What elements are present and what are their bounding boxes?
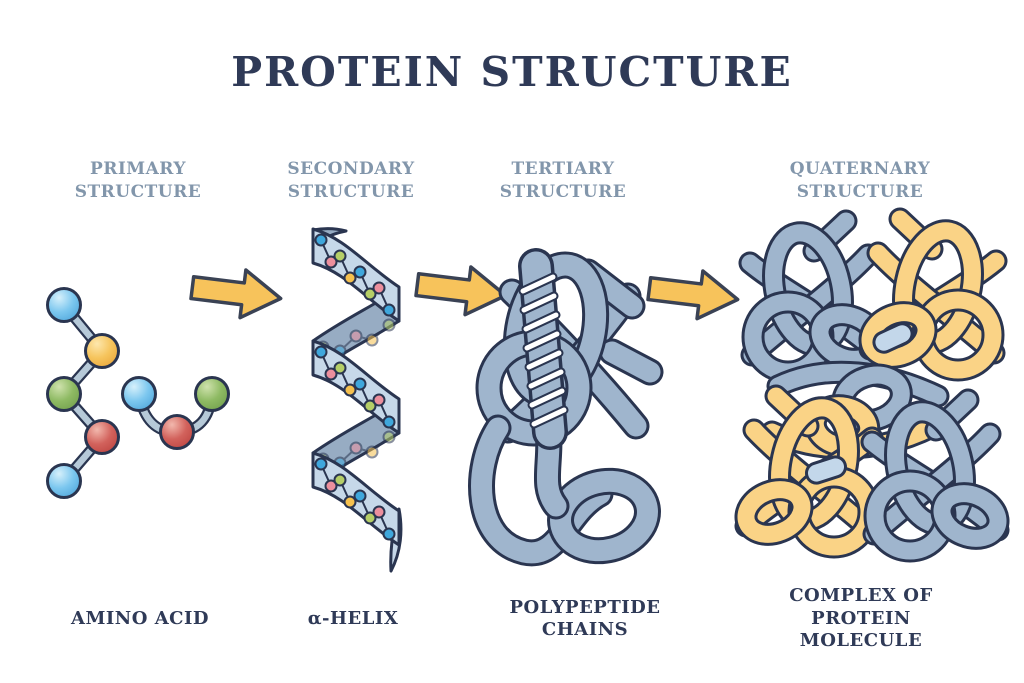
tube-stub — [598, 338, 664, 386]
header-secondary-structure: SECONDARY STRUCTURE — [287, 159, 415, 202]
amino-acid-ball-blue — [121, 376, 157, 412]
amino-acid-ball-blue — [46, 287, 82, 323]
header-tertiary-structure: TERTIARY STRUCTURE — [499, 159, 627, 202]
amino-acid-ball-yellow — [84, 333, 120, 369]
amino-acid-ball-red — [159, 414, 195, 450]
caption-polypeptide-chains: POLYPEPTIDE CHAINS — [509, 596, 661, 641]
arrow-right-icon — [187, 262, 286, 325]
header-primary-structure: PRIMARY STRUCTURE — [74, 159, 202, 202]
secondary-structure-illustration — [311, 227, 403, 573]
amino-acid-ball-green — [194, 376, 230, 412]
tube-bottom-loop — [547, 467, 661, 565]
bead-chain — [314, 457, 396, 541]
connector-capsule — [804, 455, 848, 485]
bead-chain — [314, 233, 396, 317]
primary-structure-illustration — [46, 287, 230, 499]
amino-acid-ball-blue — [46, 463, 82, 499]
caption-amino-acid: AMINO ACID — [70, 607, 210, 629]
arrow-right-icon — [412, 259, 511, 322]
page-title: PROTEIN STRUCTURE — [231, 48, 793, 96]
caption-protein-complex: COMPLEX OF PROTEIN MOLECULE — [789, 585, 933, 652]
quaternary-structure-illustration — [739, 219, 1005, 551]
connector-capsule — [872, 322, 914, 354]
bead-chain — [314, 345, 396, 429]
caption-alpha-helix: α-HELIX — [307, 607, 399, 629]
header-quaternary-structure: QUATERNARY STRUCTURE — [789, 159, 931, 202]
arrow-right-icon — [644, 263, 743, 326]
tertiary-structure-illustration — [468, 248, 664, 567]
amino-acid-ball-red — [84, 419, 120, 455]
amino-acid-ball-green — [46, 376, 82, 412]
subunit-tangle-blue — [872, 400, 1005, 551]
coiled-helix-segment — [518, 248, 569, 450]
